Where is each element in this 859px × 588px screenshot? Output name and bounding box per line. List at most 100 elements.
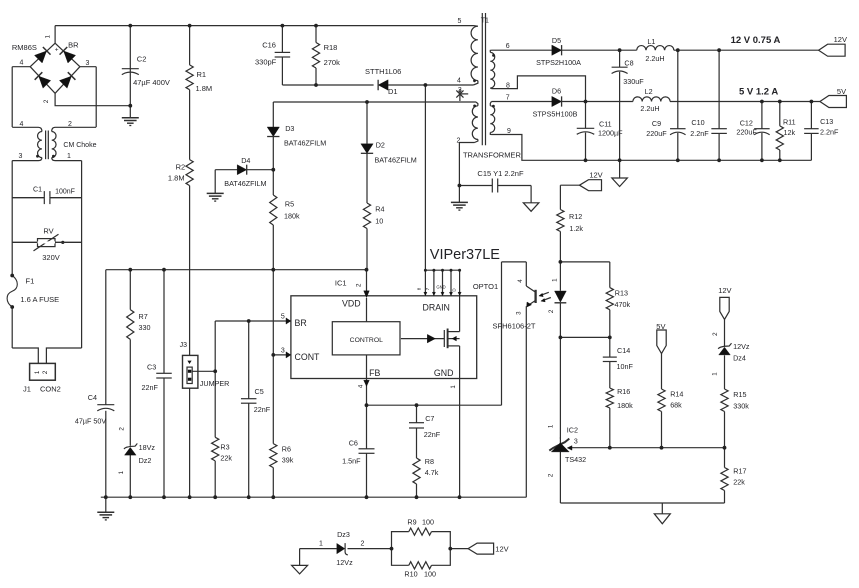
svg-text:R2: R2 xyxy=(176,162,186,171)
svg-text:2: 2 xyxy=(457,137,461,144)
svg-text:1: 1 xyxy=(118,470,125,474)
svg-text:C13: C13 xyxy=(820,117,833,126)
svg-text:22k: 22k xyxy=(733,477,745,486)
svg-text:STPS2H100A: STPS2H100A xyxy=(536,58,581,67)
svg-text:R18: R18 xyxy=(324,43,338,52)
svg-text:C11: C11 xyxy=(599,119,612,128)
svg-text:R8: R8 xyxy=(425,457,434,466)
svg-text:R11: R11 xyxy=(783,117,796,126)
svg-text:220uF: 220uF xyxy=(646,129,667,138)
svg-text:330: 330 xyxy=(139,323,151,332)
svg-text:R6: R6 xyxy=(282,444,291,453)
svg-text:1.8M: 1.8M xyxy=(196,84,213,93)
svg-text:C4: C4 xyxy=(88,393,97,402)
svg-text:1: 1 xyxy=(551,278,558,282)
svg-text:470k: 470k xyxy=(615,300,631,309)
svg-text:C8: C8 xyxy=(624,58,633,67)
svg-text:2: 2 xyxy=(548,473,555,477)
svg-text:22nF: 22nF xyxy=(142,383,159,392)
svg-text:1: 1 xyxy=(711,372,718,376)
svg-text:CONTROL: CONTROL xyxy=(350,337,383,344)
svg-text:1: 1 xyxy=(67,153,71,160)
svg-text:JUMPER: JUMPER xyxy=(200,379,230,388)
svg-text:CM Choke: CM Choke xyxy=(63,142,96,149)
svg-text:12V: 12V xyxy=(834,35,847,44)
svg-text:C12: C12 xyxy=(740,119,753,128)
svg-text:R4: R4 xyxy=(375,204,384,213)
svg-text:320V: 320V xyxy=(42,253,60,262)
svg-text:22nF: 22nF xyxy=(254,405,271,414)
svg-text:1.5nF: 1.5nF xyxy=(342,456,361,465)
svg-text:220uF: 220uF xyxy=(736,128,757,137)
svg-text:5V: 5V xyxy=(656,322,665,331)
svg-text:BAT46ZFILM: BAT46ZFILM xyxy=(375,155,417,164)
svg-text:8: 8 xyxy=(506,83,510,90)
svg-text:R12: R12 xyxy=(569,212,582,221)
svg-text:330k: 330k xyxy=(733,401,749,410)
svg-text:1: 1 xyxy=(548,424,555,428)
svg-text:C14: C14 xyxy=(617,346,630,355)
svg-text:R7: R7 xyxy=(139,312,148,321)
svg-text:R17: R17 xyxy=(733,467,746,476)
svg-text:C3: C3 xyxy=(147,363,156,372)
svg-text:IC1: IC1 xyxy=(335,279,347,288)
svg-text:1: 1 xyxy=(34,370,41,374)
svg-text:12Vz: 12Vz xyxy=(733,342,750,351)
svg-text:2: 2 xyxy=(42,370,49,374)
svg-text:OPTO1: OPTO1 xyxy=(473,282,498,291)
svg-text:12k: 12k xyxy=(784,128,796,137)
svg-text:R9: R9 xyxy=(407,518,416,527)
svg-text:STTH1L06: STTH1L06 xyxy=(365,67,401,76)
svg-text:J1: J1 xyxy=(23,384,31,393)
svg-text:C2: C2 xyxy=(137,54,147,63)
svg-text:4: 4 xyxy=(19,121,23,128)
svg-text:100nF: 100nF xyxy=(55,189,75,196)
svg-text:1: 1 xyxy=(319,540,323,547)
svg-text:VIPer37LE: VIPer37LE xyxy=(430,247,500,263)
svg-text:9: 9 xyxy=(507,128,511,135)
svg-text:RV: RV xyxy=(43,226,53,235)
svg-text:Dz2: Dz2 xyxy=(139,456,152,465)
svg-text:5V: 5V xyxy=(837,87,846,96)
svg-text:C10: C10 xyxy=(691,118,704,127)
svg-text:C15 Y1 2.2nF: C15 Y1 2.2nF xyxy=(477,169,524,178)
svg-text:12V: 12V xyxy=(589,170,602,179)
svg-text:4.7k: 4.7k xyxy=(425,468,439,477)
svg-text:DRAIN: DRAIN xyxy=(423,302,450,312)
svg-text:10: 10 xyxy=(375,217,383,226)
svg-text:D2: D2 xyxy=(376,140,385,149)
svg-text:R13: R13 xyxy=(615,288,628,297)
svg-text:1.8M: 1.8M xyxy=(168,174,185,183)
svg-text:10nF: 10nF xyxy=(617,362,634,371)
svg-text:VDD: VDD xyxy=(342,299,361,309)
svg-text:22k: 22k xyxy=(220,454,232,463)
svg-text:7: 7 xyxy=(425,287,430,290)
svg-text:180k: 180k xyxy=(284,211,300,220)
svg-text:BR: BR xyxy=(68,41,79,50)
svg-text:12V: 12V xyxy=(718,286,731,295)
svg-text:2: 2 xyxy=(43,99,50,103)
svg-text:5 V 1.2 A: 5 V 1.2 A xyxy=(739,87,778,98)
svg-text:R14: R14 xyxy=(670,390,683,399)
svg-text:22nF: 22nF xyxy=(424,430,441,439)
svg-text:FB: FB xyxy=(369,368,380,378)
svg-text:12 V 0.75 A: 12 V 0.75 A xyxy=(731,35,781,46)
svg-text:47µF 400V: 47µF 400V xyxy=(133,78,170,87)
svg-text:C1: C1 xyxy=(33,187,42,194)
svg-text:2.2uH: 2.2uH xyxy=(640,104,659,113)
svg-text:BR: BR xyxy=(295,318,307,328)
svg-text:47µF 50V: 47µF 50V xyxy=(75,417,107,426)
svg-text:7: 7 xyxy=(506,95,510,102)
svg-text:330uF: 330uF xyxy=(623,77,644,86)
svg-text:STPS5H100B: STPS5H100B xyxy=(533,109,578,118)
svg-text:+: + xyxy=(55,46,59,53)
svg-text:1.6 A FUSE: 1.6 A FUSE xyxy=(20,295,59,304)
svg-text:4: 4 xyxy=(357,384,364,388)
svg-text:2: 2 xyxy=(548,309,555,313)
svg-text:2.2nF: 2.2nF xyxy=(690,129,709,138)
svg-text:RM86S: RM86S xyxy=(12,43,37,52)
svg-text:D3: D3 xyxy=(285,124,294,133)
svg-text:D: D xyxy=(452,288,457,292)
svg-text:C16: C16 xyxy=(262,40,276,49)
svg-text:3: 3 xyxy=(574,438,578,445)
